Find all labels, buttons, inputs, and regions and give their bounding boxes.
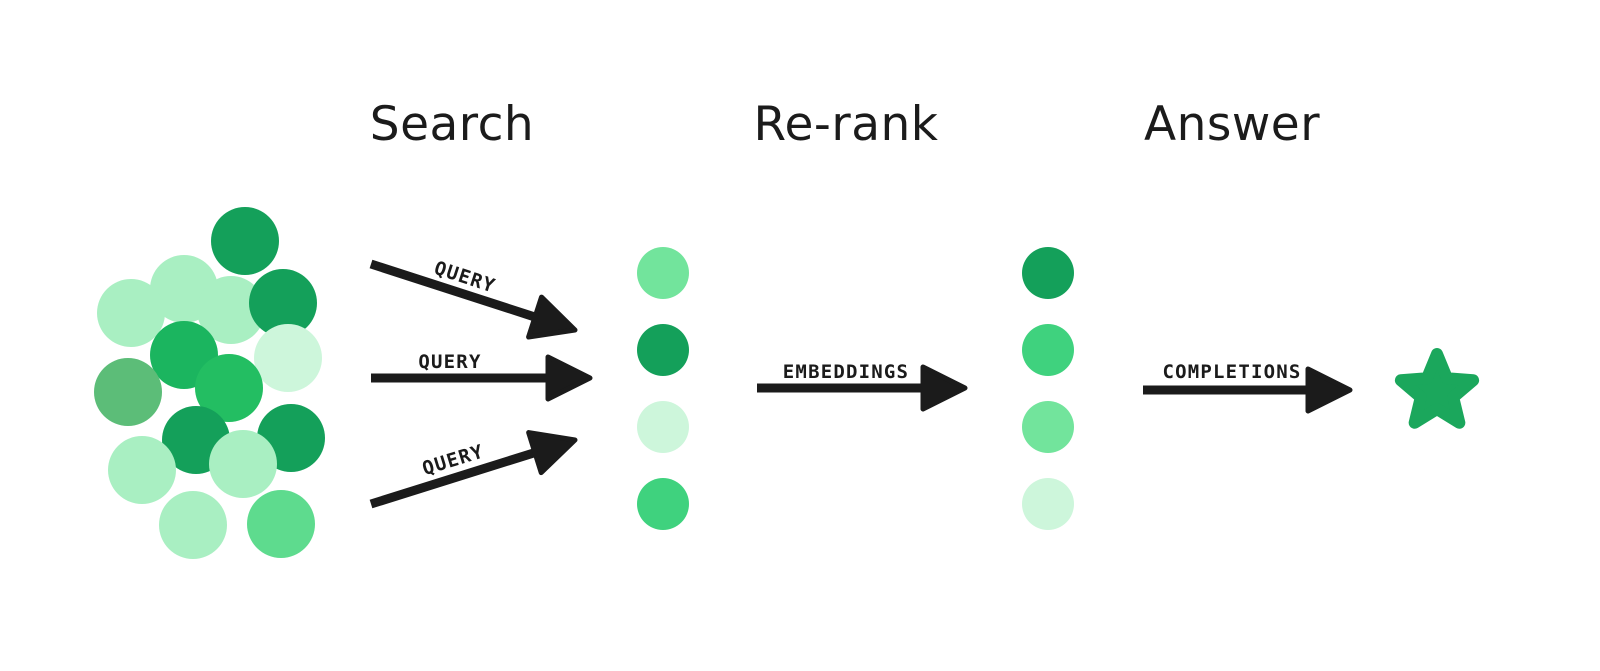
corpus-document-dot [97, 279, 165, 347]
reranked-result-dot [1022, 324, 1074, 376]
corpus-document-dot [211, 207, 279, 275]
stage-heading-rerank: Re-rank [753, 97, 938, 152]
corpus-document-dot [159, 491, 227, 559]
reranked-result-dot [1022, 247, 1074, 299]
arrow-head-icon [1305, 366, 1353, 414]
retrieved-result-dot [637, 247, 689, 299]
arrow-embeddings: EMBEDDINGS [757, 361, 968, 412]
reranked-results-column [1022, 247, 1074, 530]
arrow-label-query-middle: QUERY [418, 351, 481, 373]
arrow-shaft [369, 446, 542, 509]
arrow-head-icon [545, 354, 593, 402]
reranked-result-dot [1022, 401, 1074, 453]
retrieved-result-dot [637, 478, 689, 530]
arrow-head-icon [920, 364, 968, 412]
stage-headings-group: Search Re-rank Answer [370, 97, 1320, 152]
answer-star-icon [1394, 348, 1480, 429]
retrieved-results-column [637, 247, 689, 530]
arrow-head-icon [526, 430, 578, 476]
corpus-document-dot [197, 276, 265, 344]
corpus-document-dot [94, 358, 162, 426]
arrow-label-completions: COMPLETIONS [1162, 361, 1301, 383]
arrow-query-middle: QUERY [371, 351, 593, 402]
arrow-head-icon [526, 294, 578, 340]
arrow-completions: COMPLETIONS [1143, 361, 1353, 414]
corpus-document-dot [108, 436, 176, 504]
retrieved-result-dot [637, 401, 689, 453]
corpus-document-dot [247, 490, 315, 558]
arrow-shaft [369, 259, 543, 324]
document-corpus-cluster [94, 207, 325, 559]
corpus-document-dot [209, 430, 277, 498]
corpus-document-dot [254, 324, 322, 392]
arrow-label-embeddings: EMBEDDINGS [783, 361, 909, 383]
retrieved-result-dot [637, 324, 689, 376]
reranked-result-dot [1022, 478, 1074, 530]
answer-star-group [1394, 348, 1480, 429]
corpus-document-dot [195, 354, 263, 422]
stage-heading-answer: Answer [1144, 97, 1320, 152]
stage-heading-search: Search [370, 97, 534, 152]
corpus-document-dot [249, 269, 317, 337]
